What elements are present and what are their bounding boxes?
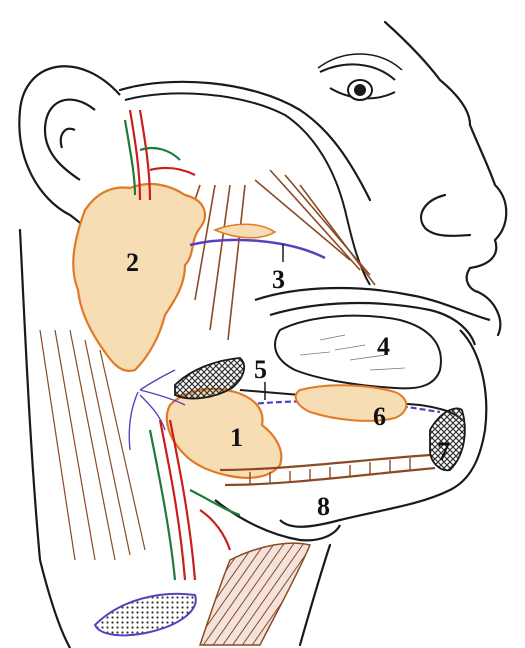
svg-text:1: 1 [230, 423, 243, 452]
svg-text:7: 7 [437, 437, 450, 466]
svg-text:5: 5 [254, 355, 267, 384]
label-1: 1 [230, 423, 243, 452]
head-top [120, 82, 370, 200]
svg-text:2: 2 [126, 248, 139, 277]
face-profile [385, 22, 506, 335]
tongue [275, 316, 441, 389]
label-4: 4 [377, 332, 390, 361]
submandibular-gland [167, 389, 281, 478]
sublingual-gland [296, 385, 407, 421]
accessory-parotid [215, 224, 275, 238]
label-2: 2 [126, 248, 139, 277]
label-6: 6 [373, 402, 386, 431]
nose-ala [421, 195, 470, 236]
parotid-gland [73, 184, 205, 371]
svg-text:8: 8 [317, 492, 330, 521]
label-7: 7 [437, 437, 450, 466]
svg-text:4: 4 [377, 332, 390, 361]
parotid-duct [190, 240, 325, 258]
infrahyoid-muscles [200, 543, 310, 645]
svg-text:3: 3 [272, 265, 285, 294]
eye [318, 54, 402, 100]
svg-text:6: 6 [373, 402, 386, 431]
neck-back [20, 230, 70, 648]
label-8: 8 [317, 492, 330, 521]
label-3: 3 [272, 244, 285, 294]
neck-front [300, 545, 330, 645]
hyoid-bone [95, 594, 196, 636]
label-5: 5 [254, 355, 267, 400]
